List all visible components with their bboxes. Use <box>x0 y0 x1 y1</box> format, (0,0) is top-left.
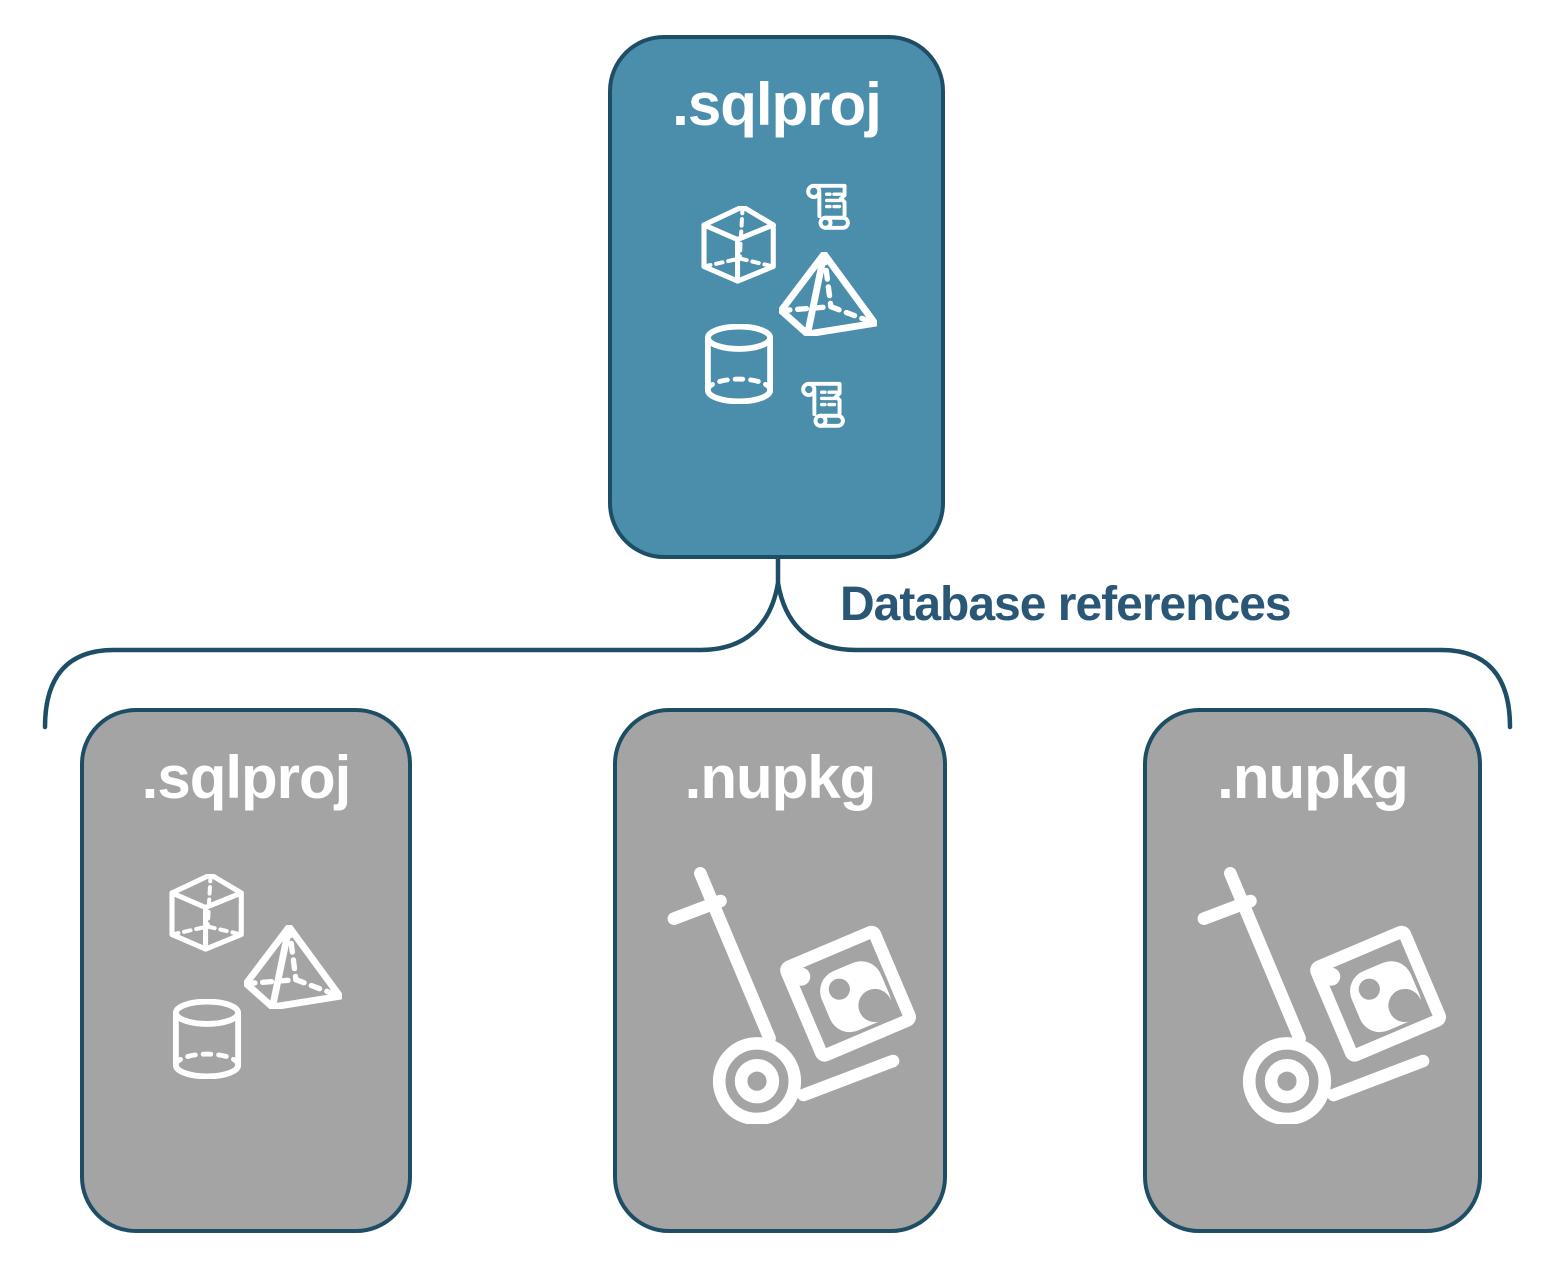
node-child-nupkg-2: .nupkg <box>1143 708 1482 1233</box>
cube-icon <box>169 874 244 952</box>
scroll-icon <box>806 183 850 230</box>
node-child-nupkg-1: .nupkg <box>613 708 947 1233</box>
scroll-icon <box>801 381 845 428</box>
node-title: .nupkg <box>1217 744 1409 811</box>
pyramid-icon <box>244 925 342 1009</box>
cylinder-icon <box>172 999 242 1079</box>
package-dolly-icon <box>667 867 916 1124</box>
node-root-sqlproj: .sqlproj <box>608 35 945 559</box>
cylinder-icon <box>704 324 774 404</box>
pyramid-icon <box>779 252 877 336</box>
node-title: .sqlproj <box>141 744 352 811</box>
edge-label: Database references <box>840 578 1292 631</box>
node-child-sqlproj: .sqlproj <box>80 708 412 1233</box>
package-dolly-icon <box>1197 867 1446 1124</box>
node-title: .sqlproj <box>672 71 882 138</box>
cube-icon <box>701 206 776 284</box>
node-title: .nupkg <box>684 744 877 811</box>
